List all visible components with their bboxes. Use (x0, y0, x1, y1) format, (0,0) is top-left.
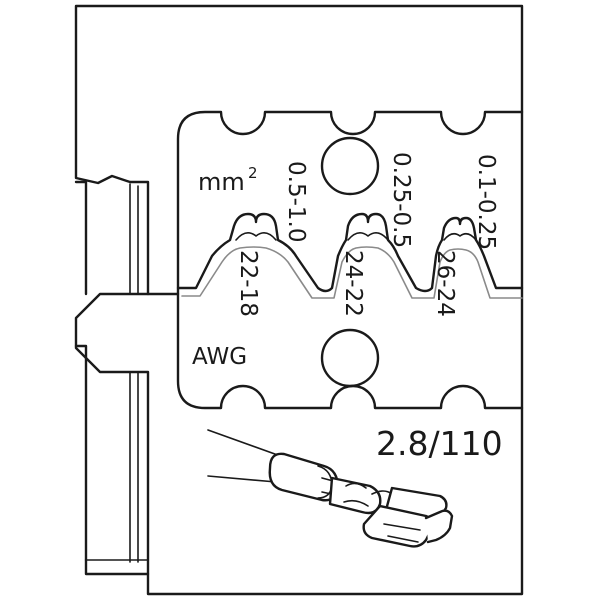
unit-label-awg: AWG (192, 344, 247, 370)
mounting-hole-upper (320, 136, 380, 196)
unit-label-mm: mm (198, 168, 245, 196)
cavity-1-awg-label: 22-18 (235, 250, 261, 317)
die-holder-frame (74, 4, 524, 596)
wire (207, 429, 287, 483)
unit-label-exponent: 2 (248, 164, 258, 182)
cavity-3-awg-label: 26-24 (432, 250, 458, 317)
guide-rail (74, 180, 150, 576)
cavity-3-mm2-label: 0.1-0.25 (473, 154, 499, 250)
unit-label-mm2: mm 2 (198, 164, 258, 196)
mounting-hole-lower (320, 328, 380, 388)
cavity-1-mm2-label: 0.5-1.0 (283, 161, 309, 242)
cavity-2-mm2-label: 0.25-0.5 (388, 152, 414, 248)
terminal-receptacle (362, 486, 454, 548)
terminal-size-label: 2.8/110 (376, 424, 503, 463)
crimp-profile (176, 212, 524, 299)
cavity-2-awg-label: 24-22 (340, 250, 366, 317)
cavity-labels: 0.5-1.0 22-18 0.25-0.5 24-22 0.1-0.25 26… (235, 152, 499, 317)
terminal-illustration (207, 429, 454, 548)
die-insert (176, 110, 524, 410)
